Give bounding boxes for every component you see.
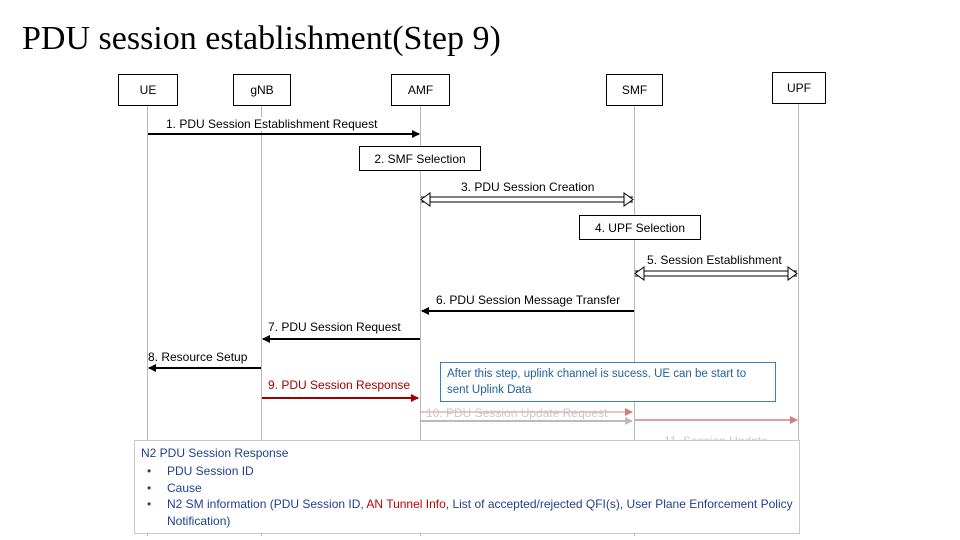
panel-item-n2-sm-info: • N2 SM information (PDU Session ID, AN T… <box>141 496 793 529</box>
arrow-step-5 <box>634 266 798 281</box>
page-title: PDU session establishment(Step 9) <box>22 20 501 57</box>
note-callout: After this step, uplink channel is suces… <box>440 362 776 402</box>
label-step-2: 2. SMF Selection <box>359 146 481 171</box>
panel-list: • PDU Session ID • Cause • N2 SM informatio… <box>141 463 793 529</box>
panel-item-highlight: AN Tunnel Info <box>366 497 446 511</box>
lifeline-amf <box>420 106 421 536</box>
entity-amf: AMF <box>391 74 450 106</box>
entity-gnb-label: gNB <box>250 83 274 97</box>
entity-gnb: gNB <box>233 74 291 106</box>
entity-ue-label: UE <box>139 83 157 97</box>
entity-ue: UE <box>118 74 178 106</box>
entity-amf-label: AMF <box>407 83 434 97</box>
label-step-5: 5. Session Establishment <box>647 253 782 267</box>
panel-item-text-pre: N2 SM information (PDU Session ID, <box>167 497 367 511</box>
label-step-7: 7. PDU Session Request <box>268 320 401 334</box>
lifeline-upf <box>798 104 799 534</box>
arrow-step-3 <box>420 192 634 207</box>
label-step-4: 4. UPF Selection <box>579 215 701 240</box>
panel-item-text: Cause <box>167 480 202 495</box>
label-step-10: 10. PDU Session Update Request <box>426 406 608 420</box>
panel-item-session-id: • PDU Session ID <box>141 463 793 480</box>
lifeline-ue <box>147 106 148 536</box>
panel-item-cause: • Cause <box>141 480 793 497</box>
n2-response-panel: N2 PDU Session Response • PDU Session ID … <box>134 440 800 534</box>
panel-item-text: PDU Session ID <box>167 464 254 478</box>
bullet: • <box>147 480 152 495</box>
entity-smf-label: SMF <box>621 83 648 97</box>
lifeline-smf <box>634 106 635 536</box>
lifeline-gnb <box>261 106 262 536</box>
entity-upf-label: UPF <box>787 81 811 95</box>
label-step-6: 6. PDU Session Message Transfer <box>436 293 621 307</box>
label-step-1: 1. PDU Session Establishment Request <box>166 117 378 131</box>
label-step-9: 9. PDU Session Response <box>268 378 411 392</box>
entity-upf: UPF <box>772 72 826 104</box>
label-step-8: 8. Resource Setup <box>148 350 248 364</box>
bullet: • <box>147 497 152 511</box>
panel-heading: N2 PDU Session Response <box>141 446 289 460</box>
panel-item-text-post: , List of accepted/rejected QFI(s), User… <box>167 497 793 528</box>
bullet: • <box>147 464 152 478</box>
label-step-3: 3. PDU Session Creation <box>461 180 595 194</box>
entity-smf: SMF <box>606 74 663 106</box>
